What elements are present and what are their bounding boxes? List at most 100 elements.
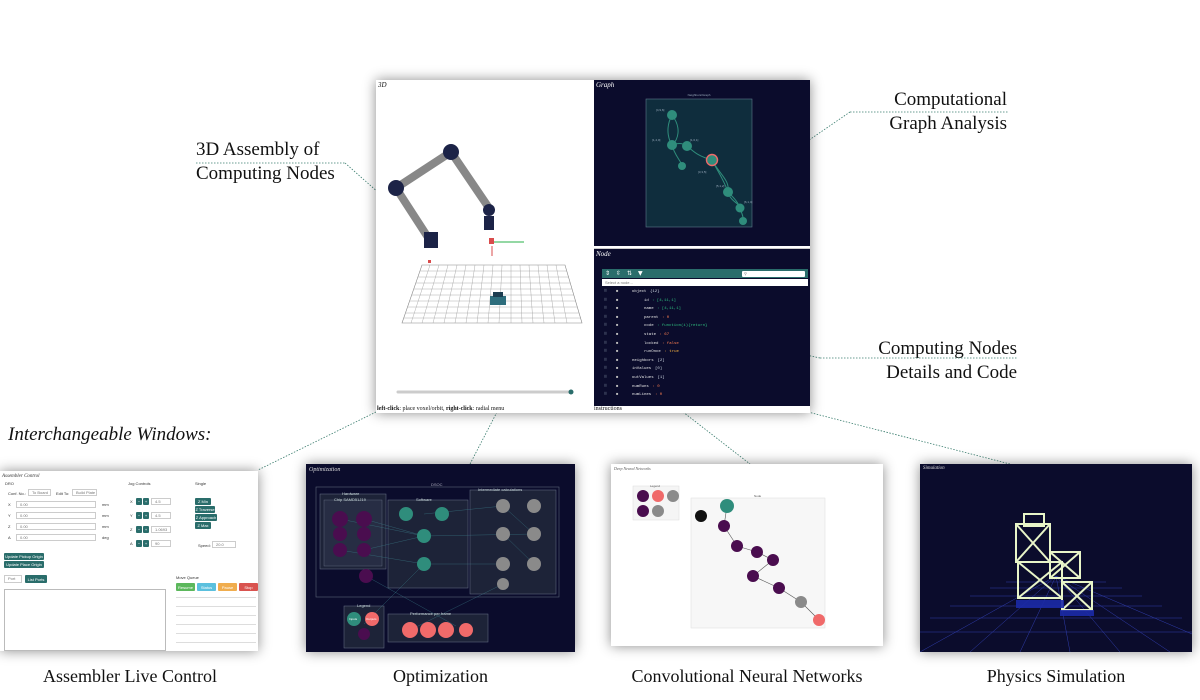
drag-handle-icon[interactable]: ⠿ — [604, 384, 607, 389]
drag-handle-icon[interactable]: ⠿ — [604, 315, 607, 320]
code-tree-row[interactable]: ⠿■runOnce: true — [602, 348, 808, 356]
drag-handle-icon[interactable]: ⠿ — [604, 333, 607, 337]
node-code-tree[interactable]: ⠿■object{12}⠿■id: [4,11,1]⠿■name: [4,11,… — [602, 288, 808, 406]
drag-handle-icon[interactable]: ⠿ — [604, 376, 607, 380]
cnn-graph[interactable] — [611, 464, 883, 646]
conf-select[interactable]: To Board — [28, 489, 51, 496]
code-tree-row[interactable]: ⠿■state: 67 — [602, 331, 808, 339]
menu-box-icon[interactable]: ■ — [616, 384, 619, 389]
code-tree-row[interactable]: ⠿■parent: 0 — [602, 314, 808, 322]
dro-axis-label: X — [8, 502, 11, 507]
drag-handle-icon[interactable]: ⠿ — [604, 307, 607, 312]
menu-box-icon[interactable]: ■ — [616, 341, 619, 346]
z-traverse-button[interactable]: Z Traverse — [195, 506, 215, 513]
node-search-box[interactable]: ⚲ — [742, 270, 805, 277]
dro-axis-value[interactable]: 0.00 — [16, 512, 96, 519]
optimization-graph[interactable] — [306, 464, 575, 652]
expand-all-icon[interactable]: ⇕ — [605, 270, 611, 277]
code-value: : [4,11,1] — [652, 298, 677, 303]
move-queue-label: Move Queue — [176, 575, 199, 580]
jog-step-select[interactable]: 1.0693 — [151, 526, 171, 533]
code-tree-row[interactable]: ⠿■name: [4,11,1] — [602, 305, 808, 313]
jog-minus-button[interactable]: − — [136, 540, 142, 547]
instructions-label[interactable]: instructions — [594, 406, 622, 412]
z-approach-button[interactable]: Z Approach — [195, 514, 217, 521]
list-ports-button[interactable]: List Ports — [25, 575, 47, 583]
dro-axis-value[interactable]: 0.00 — [16, 523, 96, 530]
menu-box-icon[interactable]: ■ — [616, 358, 619, 363]
drag-handle-icon[interactable]: ⠿ — [604, 393, 607, 398]
drag-handle-icon[interactable]: ⠿ — [604, 350, 607, 355]
menu-box-icon[interactable]: ■ — [616, 324, 619, 329]
z-min-button[interactable]: Z Min — [195, 498, 211, 505]
code-tree-row[interactable]: ⠿■numLines: 0 — [602, 391, 808, 399]
menu-box-icon[interactable]: ■ — [616, 298, 619, 303]
code-tree-row[interactable]: ⠿■numRuns: 0 — [602, 383, 808, 391]
annotation-graph: Computational Graph Analysis — [850, 88, 1007, 136]
code-tree-row[interactable]: ⠿■locked: false — [602, 340, 808, 348]
jog-plus-button[interactable]: + — [143, 498, 149, 505]
jog-step-select[interactable]: 4.5 — [151, 498, 171, 505]
menu-box-icon[interactable]: ■ — [616, 393, 619, 398]
queue-resume-button[interactable]: Resume — [176, 583, 195, 591]
drag-handle-icon[interactable]: ⠿ — [604, 298, 607, 303]
dro-axis-label: A — [8, 535, 11, 540]
queue-pause-button[interactable]: Pause — [218, 583, 237, 591]
queue-stop-button[interactable]: Stop — [239, 583, 258, 591]
menu-box-icon[interactable]: ■ — [616, 367, 619, 372]
jog-plus-button[interactable]: + — [143, 526, 149, 533]
jog-minus-button[interactable]: − — [136, 498, 142, 505]
caption-optimization: Optimization — [393, 666, 488, 686]
port-select[interactable]: Port — [4, 575, 22, 583]
menu-box-icon[interactable]: ■ — [616, 350, 619, 355]
filter-icon[interactable]: ▼ — [638, 270, 643, 277]
edit-to-select[interactable]: Build Plate — [72, 489, 97, 496]
annotation-node-details-line2: Details and Code — [886, 362, 1017, 383]
code-tree-row[interactable]: ⠿■outValues[1] — [602, 374, 808, 382]
code-tree-row[interactable]: ⠿■code: function(i){return} — [602, 322, 808, 330]
drag-handle-icon[interactable]: ⠿ — [604, 341, 607, 346]
queue-status-button[interactable]: Status — [197, 583, 216, 591]
jog-step-select[interactable]: 4.5 — [151, 512, 171, 519]
code-value: : 67 — [659, 333, 670, 337]
hardware-label: Hardware — [342, 491, 360, 496]
jog-minus-button[interactable]: − — [136, 526, 142, 533]
sort-icon[interactable]: ⇅ — [627, 270, 633, 277]
menu-box-icon[interactable]: ■ — [616, 307, 619, 312]
update-place-origin-button[interactable]: Update Place Origin — [4, 561, 44, 568]
graph-canvas[interactable]: Neighbors/Graph — [594, 80, 810, 246]
jog-step-select[interactable]: 90 — [151, 540, 171, 547]
z-max-button[interactable]: Z Max — [195, 522, 211, 529]
menu-box-icon[interactable]: ■ — [616, 290, 619, 294]
jog-minus-button[interactable]: − — [136, 512, 142, 519]
menu-box-icon[interactable]: ■ — [616, 333, 619, 337]
help-bar: left-click: place voxel/orbit, right-cli… — [377, 405, 809, 413]
menu-box-icon[interactable]: ■ — [616, 376, 619, 380]
console-textarea[interactable] — [4, 589, 166, 651]
code-tree-row[interactable]: ⠿■neighbors[2] — [602, 357, 808, 365]
drag-handle-icon[interactable]: ⠿ — [604, 358, 607, 363]
menu-box-icon[interactable]: ■ — [616, 315, 619, 320]
dro-axis-value[interactable]: 0.00 — [16, 501, 96, 508]
code-tree-row[interactable]: ⠿■object{12} — [602, 288, 808, 296]
update-pickup-origin-button[interactable]: Update Pickup Origin — [4, 553, 44, 560]
dro-axis-value[interactable]: 0.00 — [16, 534, 96, 541]
scene-3d[interactable] — [376, 80, 593, 405]
drag-handle-icon[interactable]: ⠿ — [604, 367, 607, 372]
jog-plus-button[interactable]: + — [143, 512, 149, 519]
cnn-title: Deep Neural Networks — [614, 466, 651, 471]
drag-handle-icon[interactable]: ⠿ — [604, 324, 607, 329]
node-select-input[interactable]: Select a node... — [602, 279, 808, 286]
panel-3d[interactable]: 3D — [376, 80, 593, 405]
code-tree-row[interactable]: ⠿■id: [4,11,1] — [602, 297, 808, 305]
drag-handle-icon[interactable]: ⠿ — [604, 290, 607, 294]
panel-graph[interactable]: Graph Neighbors/Graph [1,4,0] [1,6,1] [3… — [594, 80, 810, 246]
panel-node[interactable]: Node ⇕ ⇳ ⇅ ▼ ⚲ Select a node... ⠿■object… — [594, 248, 810, 406]
node-toolbar: ⇕ ⇳ ⇅ ▼ ⚲ — [602, 269, 808, 278]
jog-plus-button[interactable]: + — [143, 540, 149, 547]
collapse-all-icon[interactable]: ⇳ — [616, 270, 622, 277]
code-tree-row[interactable]: ⠿■inValues[0] — [602, 365, 808, 373]
physics-scene[interactable] — [920, 464, 1192, 652]
speed-input[interactable]: 20.0 — [212, 541, 236, 548]
move-queue-list[interactable] — [176, 597, 256, 649]
